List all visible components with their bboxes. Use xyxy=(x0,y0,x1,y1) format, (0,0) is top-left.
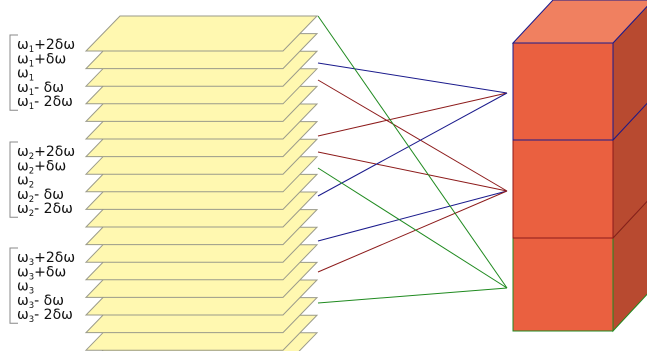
blue-connection xyxy=(317,92,508,197)
green-connection xyxy=(317,15,508,289)
blue-connection xyxy=(317,62,508,94)
frequency-plane xyxy=(84,15,319,52)
red-connection xyxy=(317,79,508,192)
cube-front-face xyxy=(512,42,614,141)
cube-front-face xyxy=(512,237,614,332)
red-connection xyxy=(317,151,508,192)
frequency-label: ω2- δω xyxy=(17,187,64,205)
connection-lines xyxy=(317,15,508,304)
blue-connection xyxy=(317,190,508,242)
group-bracket xyxy=(9,141,18,218)
green-connection xyxy=(317,287,508,304)
green-cube xyxy=(512,200,647,333)
red-cube xyxy=(512,102,647,240)
frequency-label: ω3+2δω xyxy=(17,250,75,268)
group-bracket xyxy=(9,34,18,111)
green-connection xyxy=(317,167,508,289)
frequency-label: ω2- 2δω xyxy=(17,201,73,219)
group-bracket xyxy=(9,247,18,324)
red-connection xyxy=(317,190,508,273)
frequency-label: ω1+δω xyxy=(17,51,66,69)
frequency-label: ω3- δω xyxy=(17,293,64,311)
frequency-label: ω2 xyxy=(17,173,34,191)
frequency-label: ω1+2δω xyxy=(17,37,75,55)
frequency-label: ω1- δω xyxy=(17,80,64,98)
cube-front-face xyxy=(512,139,614,239)
cube-stack xyxy=(511,0,647,333)
frequency-label: ω2+2δω xyxy=(17,144,75,162)
frequency-label: ω2+δω xyxy=(17,158,66,176)
frequency-label: ω3+δω xyxy=(17,264,66,282)
frequency-label: ω3 xyxy=(17,279,34,297)
frequency-label: ω1- 2δω xyxy=(17,94,73,112)
frequency-plane-stack xyxy=(84,15,319,351)
blue-cube xyxy=(511,0,647,142)
red-connection xyxy=(317,92,508,137)
frequency-label: ω1 xyxy=(17,66,34,84)
frequency-label: ω3- 2δω xyxy=(17,307,73,325)
